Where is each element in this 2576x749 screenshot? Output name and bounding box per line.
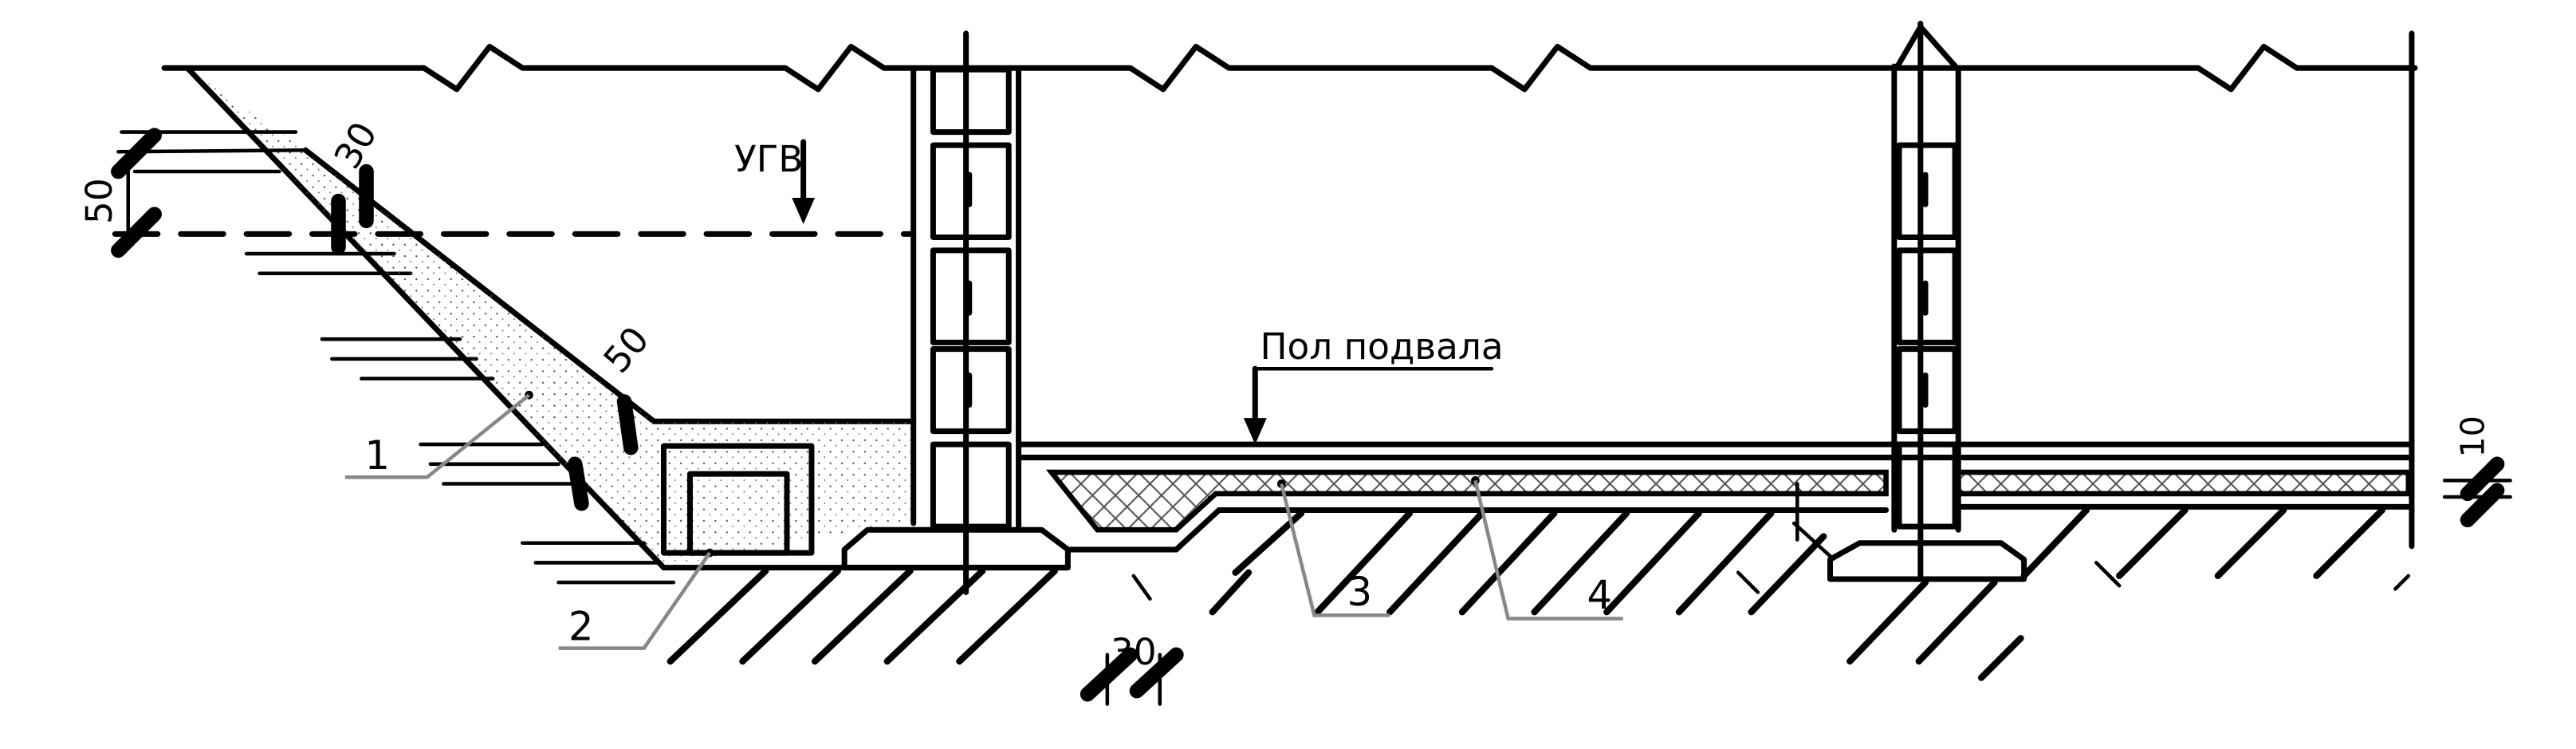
callout-1: 1 (364, 432, 389, 479)
basement-floor-label: Пол подвала (1260, 325, 1503, 368)
soil-hatching (667, 482, 2411, 681)
basement-floor (1016, 30, 2415, 553)
callout-2: 2 (568, 603, 593, 649)
dim-10-right-text: 10 (2454, 416, 2492, 457)
dimension-30-bottom: 30 (1080, 574, 1184, 706)
ground-break-line (161, 43, 2418, 93)
sand-backfill (188, 69, 914, 568)
dim-30-top-text: 30 (326, 115, 386, 175)
callout-3: 3 (1347, 569, 1372, 615)
dimension-10-right: 10 (2442, 416, 2512, 528)
basement-floor-marker: Пол подвала (1243, 325, 1504, 445)
outer-wall (841, 30, 1071, 596)
water-table-label: УГВ (734, 138, 803, 180)
callout-4: 4 (1587, 572, 1612, 618)
dim-30-bottom-text: 30 (1111, 631, 1157, 673)
callout-leaders (344, 390, 1623, 650)
dimension-50-left: 50 (78, 128, 162, 258)
water-table-marker: УГВ (734, 138, 816, 224)
excavation-slope (116, 66, 1071, 585)
drain-pipe-block (660, 443, 815, 556)
dim-50-left-text: 50 (78, 178, 120, 224)
dim-50-slope-text: 50 (596, 318, 658, 380)
